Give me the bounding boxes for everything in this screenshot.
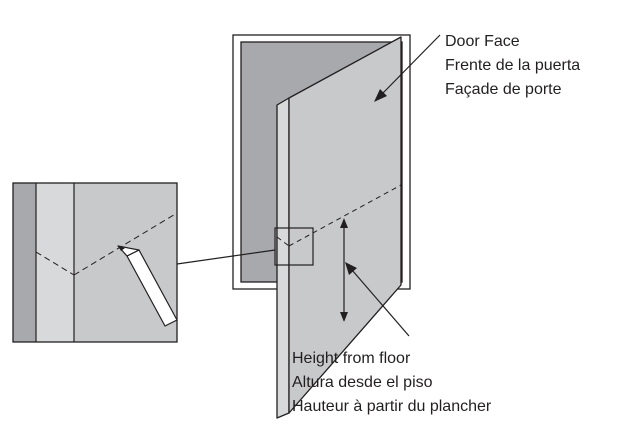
door-face-labels: Door Face Frente de la puerta Façade de … xyxy=(445,30,580,102)
pencil-icon xyxy=(117,245,178,327)
detail-leader-line xyxy=(176,249,276,265)
height-label-fr: Hauteur à partir du plancher xyxy=(292,398,492,415)
height-leader-arrowhead xyxy=(345,262,357,275)
detail-dashed-right xyxy=(73,212,178,276)
height-arrowhead-bottom xyxy=(340,312,348,322)
height-label-leader xyxy=(351,269,410,337)
detail-callout-box xyxy=(274,227,314,266)
height-arrowhead-top xyxy=(340,218,348,228)
detail-jamb xyxy=(13,183,36,342)
door-face-label-fr: Façade de porte xyxy=(445,81,562,98)
height-label-en: Height from floor xyxy=(292,350,411,367)
pencil-lead xyxy=(118,246,125,251)
door-face-label-es: Frente de la puerta xyxy=(445,57,581,74)
dashed-line-face xyxy=(288,184,402,247)
enlarged-detail xyxy=(12,182,178,343)
detail-dashed-left xyxy=(35,251,75,276)
door-face-label-en: Door Face xyxy=(445,33,520,50)
height-label-es: Altura desde el piso xyxy=(292,374,433,391)
door-edge xyxy=(276,97,290,419)
dashed-line-edge xyxy=(276,236,290,247)
face-label-leader xyxy=(381,34,441,95)
detail-border xyxy=(12,182,178,343)
height-from-floor-labels: Height from floor Altura desde el piso H… xyxy=(292,347,491,419)
detail-door-edge xyxy=(36,183,74,342)
face-leader-arrowhead xyxy=(374,89,387,102)
